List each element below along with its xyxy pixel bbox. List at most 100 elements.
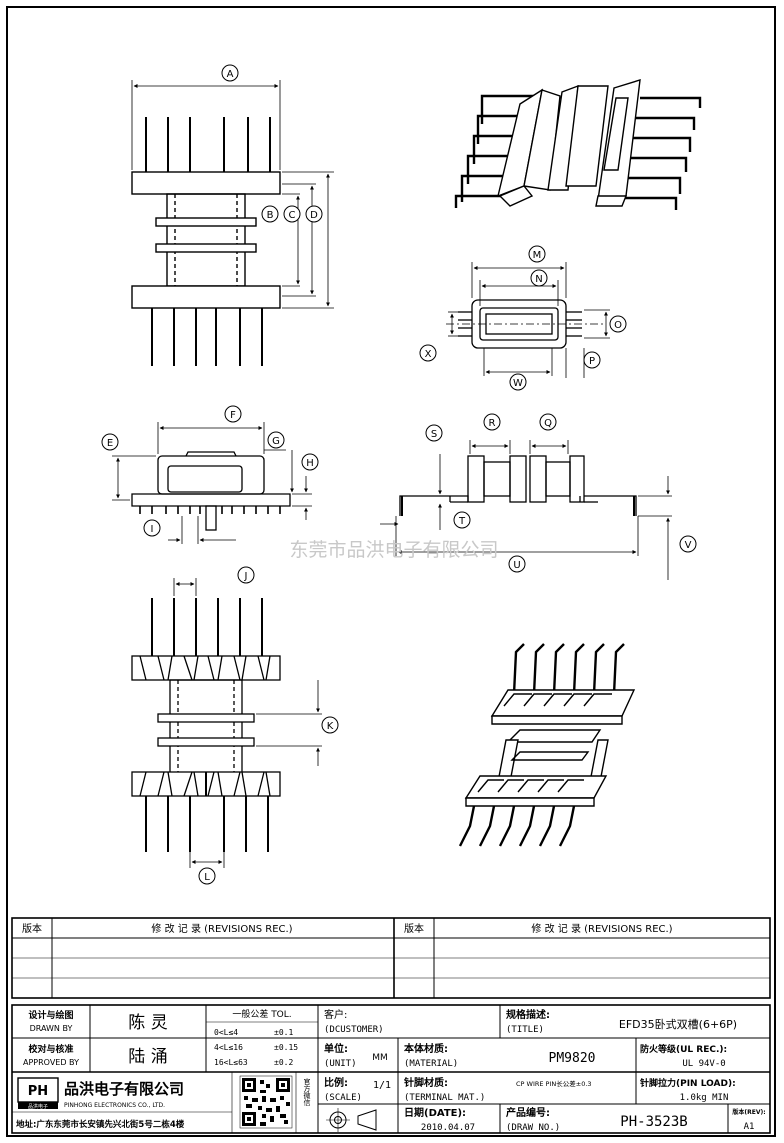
tol-val-1: ±0.1: [274, 1028, 293, 1037]
svg-text:B: B: [267, 210, 274, 221]
svg-text:O: O: [614, 320, 622, 331]
revision-table: [11, 917, 771, 999]
rev-col-records-1: 修 改 记 录 (REVISIONS REC.): [151, 922, 292, 935]
fire-value: UL 94V-0: [682, 1059, 725, 1069]
iso-view-top: [454, 79, 702, 210]
material-value: PM9820: [549, 1051, 596, 1066]
label-i: I: [143, 519, 161, 537]
profile-view: [380, 440, 672, 580]
projection-symbol-icon: [326, 1108, 377, 1132]
date-value: 2010.04.07: [421, 1123, 475, 1133]
spec-en: (TITLE): [506, 1025, 544, 1035]
label-h: H: [301, 453, 319, 471]
label-k: K: [321, 716, 339, 734]
tol-val-2: ±0.15: [274, 1043, 298, 1052]
side-view: [112, 422, 312, 544]
svg-text:G: G: [272, 436, 280, 447]
company-name-en: PINHONG ELECTRONICS CO., LTD.: [64, 1102, 165, 1109]
title-block-grid: [11, 1004, 771, 1134]
svg-text:S: S: [431, 429, 437, 440]
material-en: (MATERIAL): [404, 1059, 458, 1069]
unit-value: MM: [372, 1053, 388, 1063]
label-s: S: [425, 424, 443, 442]
iso-view-bottom: [458, 643, 636, 847]
design-name: 陈 灵: [128, 1013, 167, 1033]
company-address: 地址:广东东莞市长安镇先兴北街5号二栋4楼: [16, 1119, 185, 1130]
svg-text:C: C: [289, 210, 296, 221]
label-v: V: [679, 535, 697, 553]
svg-text:N: N: [535, 274, 542, 285]
spec-value: EFD35卧式双槽(6+6P): [619, 1018, 737, 1031]
label-o: O: [609, 315, 627, 333]
drawno-label: 产品编号:: [506, 1106, 550, 1119]
label-n: N: [530, 269, 548, 287]
unit-label: 单位:: [324, 1042, 348, 1055]
spec-label: 规格描述:: [506, 1008, 550, 1021]
front-view: [131, 80, 334, 366]
design-label-cn: 设计与绘图: [28, 1009, 73, 1021]
rev-col-version-1: 版本: [22, 922, 42, 935]
rev-value: A1: [744, 1122, 755, 1132]
approve-label-cn: 校对与核准: [28, 1043, 73, 1055]
approve-name: 陆 涌: [128, 1047, 167, 1067]
label-g: G: [267, 431, 285, 449]
label-r: R: [483, 413, 501, 431]
svg-text:X: X: [425, 349, 432, 360]
design-label-en: DRAWN BY: [30, 1024, 73, 1033]
drawno-value: PH-3523B: [620, 1114, 687, 1130]
pin-mat-en: (TERMINAL MAT.): [404, 1093, 485, 1103]
svg-text:R: R: [489, 418, 496, 429]
svg-text:M: M: [533, 250, 542, 261]
rev-label: 版本(REV):: [731, 1108, 765, 1116]
qr-caption: 官方微信: [303, 1077, 311, 1107]
svg-text:K: K: [327, 721, 334, 732]
rev-col-records-2: 修 改 记 录 (REVISIONS REC.): [531, 922, 672, 935]
label-j: J: [237, 566, 255, 584]
label-q: Q: [539, 413, 557, 431]
label-d: D: [305, 205, 323, 223]
label-x: X: [419, 344, 437, 362]
material-label: 本体材质:: [404, 1042, 448, 1055]
approve-label-en: APPROVED BY: [23, 1058, 79, 1067]
label-u: U: [508, 555, 526, 573]
tol-title: 一般公差 TOL.: [232, 1008, 291, 1020]
label-e: E: [101, 433, 119, 451]
company-logo: PH 品洪电子: [17, 1077, 59, 1110]
label-a: A: [221, 64, 239, 82]
label-b: B: [261, 205, 279, 223]
watermark: 东莞市品洪电子有限公司: [289, 539, 498, 561]
date-label: 日期(DATE):: [404, 1106, 466, 1119]
svg-text:L: L: [204, 872, 210, 883]
scale-label: 比例:: [324, 1076, 348, 1089]
scale-en: (SCALE): [324, 1093, 362, 1103]
top-view: [446, 262, 610, 378]
label-c: C: [283, 205, 301, 223]
drawing-frame: [6, 6, 776, 1137]
svg-text:PH: PH: [28, 1084, 48, 1099]
label-t: T: [453, 511, 471, 529]
pin-load-label: 针脚拉力(PIN LOAD):: [640, 1077, 736, 1089]
svg-text:E: E: [107, 438, 113, 449]
customer-en: (DCUSTOMER): [324, 1025, 384, 1035]
tol-range-3: 16<L≤63: [214, 1058, 248, 1067]
svg-text:U: U: [513, 560, 520, 571]
svg-text:A: A: [227, 69, 234, 80]
pin-mat-value: CP WIRE PIN长公差±0.3: [516, 1079, 592, 1088]
svg-text:J: J: [244, 571, 248, 582]
rev-col-version-2: 版本: [404, 922, 424, 935]
company-name-cn: 品洪电子有限公司: [64, 1080, 184, 1098]
svg-text:V: V: [685, 540, 692, 551]
svg-text:品洪电子: 品洪电子: [28, 1103, 48, 1110]
tol-range-2: 4<L≤16: [214, 1043, 243, 1052]
label-w: W: [509, 373, 527, 391]
pin-load-value: 1.0kg MIN: [680, 1093, 729, 1103]
fire-label: 防火等级(UL REC.):: [640, 1043, 727, 1055]
label-f: F: [224, 405, 242, 423]
customer-label: 客户:: [324, 1008, 347, 1021]
svg-text:P: P: [589, 356, 595, 367]
tol-val-3: ±0.2: [274, 1058, 293, 1067]
label-p: P: [583, 351, 601, 369]
drawno-en: (DRAW NO.): [506, 1123, 560, 1133]
svg-text:W: W: [513, 378, 523, 389]
svg-text:Q: Q: [544, 418, 552, 429]
